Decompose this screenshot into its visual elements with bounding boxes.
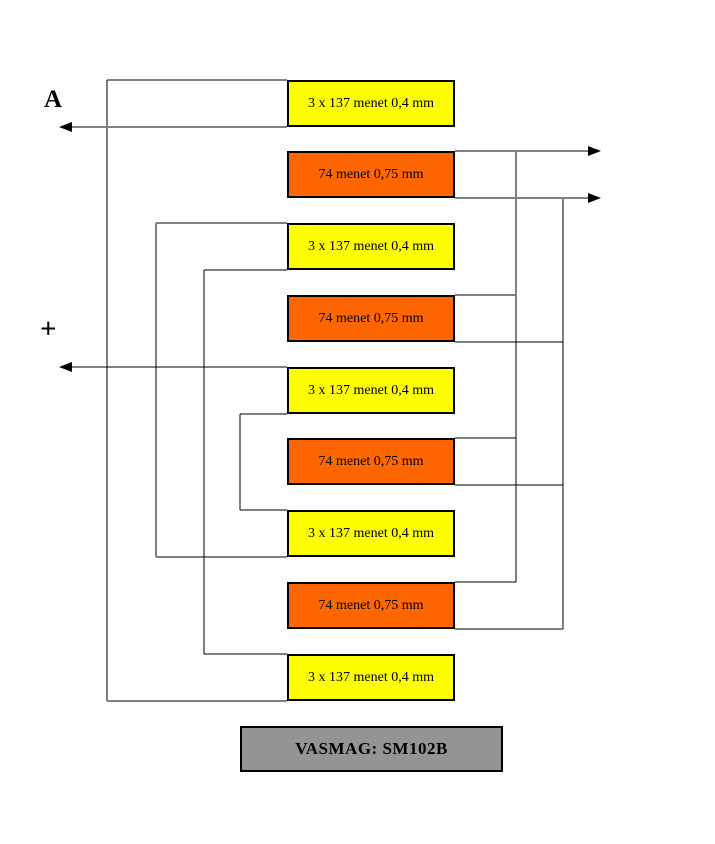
- winding-box-label-secondary-4: 74 menet 0,75 mm: [318, 597, 424, 613]
- winding-box-secondary-4: 74 menet 0,75 mm: [287, 582, 455, 629]
- winding-box-label-secondary-1: 74 menet 0,75 mm: [318, 166, 424, 182]
- winding-box-label-secondary-3: 74 menet 0,75 mm: [318, 453, 424, 469]
- winding-box-label-secondary-2: 74 menet 0,75 mm: [318, 310, 424, 326]
- terminal-plus-arrowhead: [59, 362, 72, 372]
- winding-box-primary-3: 3 x 137 menet 0,4 mm: [287, 367, 455, 414]
- terminal-a-label: A: [44, 86, 63, 113]
- winding-box-label-primary-5: 3 x 137 menet 0,4 mm: [308, 669, 434, 685]
- winding-box-label-primary-1: 3 x 137 menet 0,4 mm: [308, 95, 434, 111]
- core-box-label: VASMAG: SM102B: [295, 739, 448, 758]
- winding-box-secondary-2: 74 menet 0,75 mm: [287, 295, 455, 342]
- winding-box-primary-5: 3 x 137 menet 0,4 mm: [287, 654, 455, 701]
- winding-box-secondary-3: 74 menet 0,75 mm: [287, 438, 455, 485]
- winding-box-primary-4: 3 x 137 menet 0,4 mm: [287, 510, 455, 557]
- core-box: VASMAG: SM102B: [240, 726, 503, 772]
- secondary-top-arrowhead: [588, 146, 601, 156]
- terminal-plus-label: +: [40, 313, 57, 345]
- terminal-a-arrowhead: [59, 122, 72, 132]
- winding-box-label-primary-4: 3 x 137 menet 0,4 mm: [308, 525, 434, 541]
- winding-box-secondary-1: 74 menet 0,75 mm: [287, 151, 455, 198]
- secondary-bottom-arrowhead: [588, 193, 601, 203]
- winding-box-label-primary-3: 3 x 137 menet 0,4 mm: [308, 382, 434, 398]
- winding-box-label-primary-2: 3 x 137 menet 0,4 mm: [308, 238, 434, 254]
- winding-box-primary-1: 3 x 137 menet 0,4 mm: [287, 80, 455, 127]
- winding-box-primary-2: 3 x 137 menet 0,4 mm: [287, 223, 455, 270]
